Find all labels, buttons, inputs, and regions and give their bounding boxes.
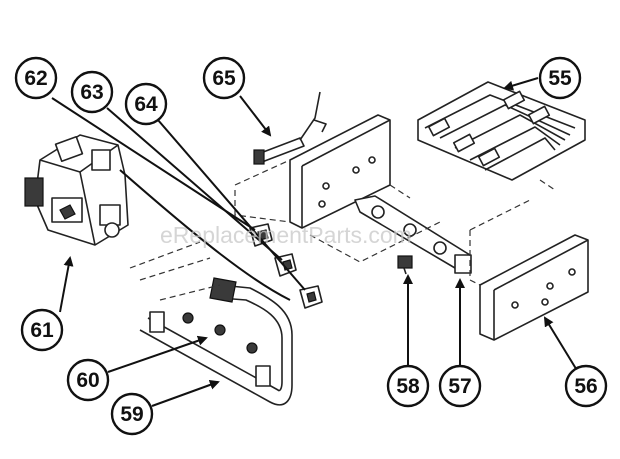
left-plate [289,114,391,229]
callout-label: 64 [134,93,158,116]
callout-59: 59 [110,392,154,436]
watermark-text: eReplacementParts.com [160,222,412,248]
gas-valve [24,134,129,246]
callout-label: 63 [80,81,103,104]
callout-56: 56 [564,364,608,408]
callout-label: 61 [30,319,54,342]
callout-63: 63 [70,70,114,114]
callout-label: 59 [120,403,143,426]
callout-60: 60 [66,358,110,402]
callout-57: 57 [438,364,482,408]
callout-label: 55 [548,67,572,90]
callout-65: 65 [202,56,246,100]
callout-label: 60 [76,369,99,392]
callout-55: 55 [538,56,582,100]
callout-61: 61 [20,308,64,352]
callout-62: 62 [14,56,58,100]
callout-58: 58 [386,364,430,408]
igniter [253,91,327,165]
callout-label: 56 [574,375,597,398]
assembly-guides [129,159,556,301]
tubing [119,169,323,309]
right-plate [479,234,589,341]
burner-assembly [417,81,586,181]
callout-64: 64 [124,82,168,126]
callout-label: 62 [24,67,47,90]
manifold-bracket [354,195,472,274]
supply-pipe [139,277,293,406]
callout-label: 58 [396,375,420,398]
leaders [51,77,579,407]
fitting-58 [397,255,413,275]
callout-label: 65 [212,67,236,90]
callout-label: 57 [448,375,471,398]
